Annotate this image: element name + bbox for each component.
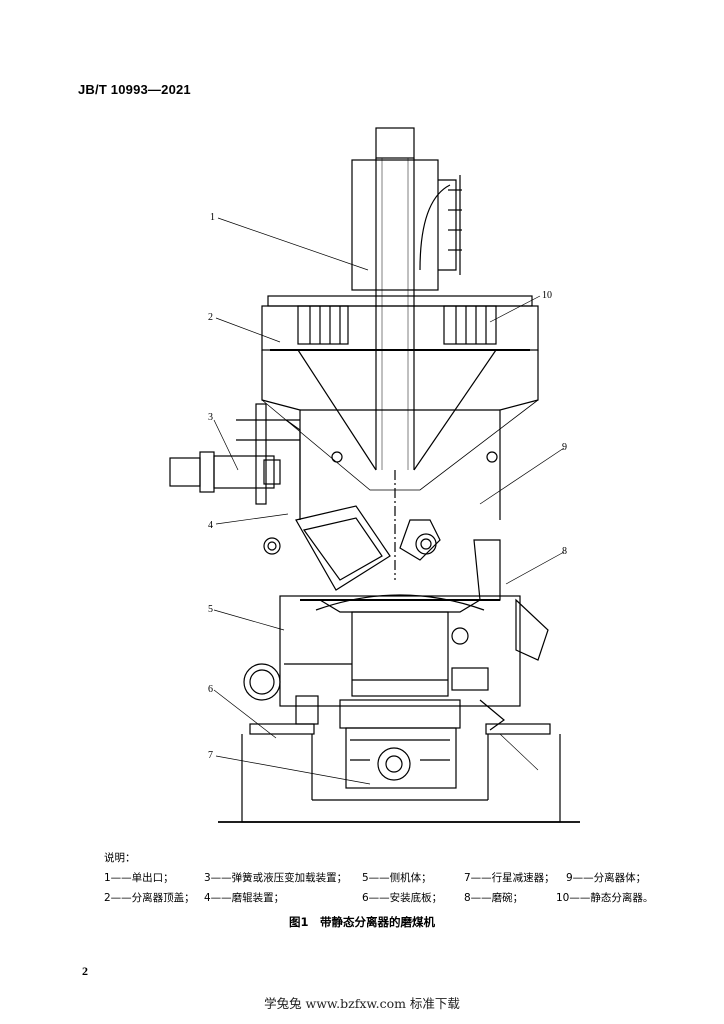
part-label-2: 2 <box>208 312 213 323</box>
legend-item-2: 2——分离器顶盖； <box>104 892 195 904</box>
legend-title: 说明： <box>104 852 136 864</box>
leader-lines <box>213 217 565 785</box>
mill-drawing: 1 2 3 4 5 6 7 8 9 10 <box>169 127 580 823</box>
footer-watermark: 学兔兔 www.bzfxw.com 标准下载 <box>264 996 460 1011</box>
grinding-bowl <box>300 594 500 613</box>
separator-body <box>261 349 539 580</box>
mounting-base-plate <box>218 723 580 823</box>
part-label-8: 8 <box>562 546 567 557</box>
part-label-5: 5 <box>208 604 213 615</box>
part-label-7: 7 <box>208 750 213 761</box>
legend-item-4: 4——磨辊装置； <box>204 892 285 904</box>
separator-top-cover <box>261 295 539 351</box>
part-label-3: 3 <box>208 412 213 423</box>
planetary-reducer <box>339 699 461 789</box>
part-label-9: 9 <box>562 442 567 453</box>
legend-item-7: 7——行星减速器； <box>464 872 555 884</box>
page-number: 2 <box>82 964 88 978</box>
legend-row-1: 1——单出口； 3——弹簧或液压变加载装置； 5——侧机体； 7——行星减速器；… <box>104 868 664 888</box>
legend-item-1: 1——单出口； <box>104 872 174 884</box>
legend: 说明： 1——单出口； 3——弹簧或液压变加载装置； 5——侧机体； 7——行星… <box>104 848 664 908</box>
loading-device <box>169 403 301 505</box>
part-labels: 1 2 3 4 5 6 7 8 9 10 <box>208 212 567 761</box>
legend-row-2: 2——分离器顶盖； 4——磨辊装置； 6——安装底板； 8——磨碗； 10——静… <box>104 888 664 908</box>
legend-item-8: 8——磨碗； <box>464 892 524 904</box>
legend-item-6: 6——安装底板； <box>362 892 443 904</box>
single-outlet-duct <box>351 127 462 470</box>
part-label-6: 6 <box>208 684 213 695</box>
legend-item-5: 5——侧机体； <box>362 872 432 884</box>
figure-caption: 图1 带静态分离器的磨煤机 <box>288 915 435 929</box>
part-label-4: 4 <box>208 520 213 531</box>
legend-item-10: 10——静态分离器。 <box>556 892 654 904</box>
standard-code: JB/T 10993—2021 <box>78 82 191 97</box>
legend-item-9: 9——分离器体； <box>566 872 647 884</box>
side-body <box>243 595 549 731</box>
part-label-10: 10 <box>542 290 552 301</box>
legend-item-3: 3——弹簧或液压变加载装置； <box>204 872 348 884</box>
grinding-roll <box>263 505 501 601</box>
part-label-1: 1 <box>210 212 215 223</box>
